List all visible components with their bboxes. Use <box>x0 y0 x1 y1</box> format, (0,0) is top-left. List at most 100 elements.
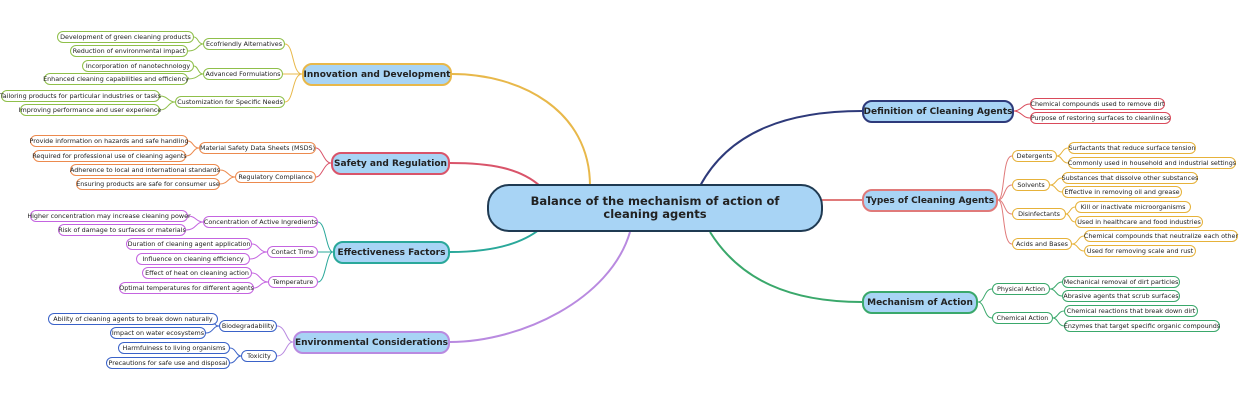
group-temperature[interactable]: Temperature <box>268 276 318 288</box>
link-env-bio <box>276 325 294 343</box>
leaf-definition-1[interactable]: Chemical compounds used to remove dirt <box>1030 98 1165 110</box>
link-cus-2 <box>159 101 176 111</box>
link-tox-1 <box>229 347 242 357</box>
branch-types[interactable]: Types of Cleaning Agents <box>862 189 998 212</box>
leaf-chemical-1[interactable]: Chemical reactions that break down dirt <box>1064 305 1198 317</box>
link-root-mechanism <box>709 231 863 303</box>
link-det-1 <box>1056 147 1069 157</box>
link-phys-2 <box>1049 288 1063 297</box>
link-adv-1 <box>193 65 204 75</box>
leaf-solvents-2[interactable]: Effective in removing oil and grease <box>1062 186 1182 198</box>
link-phys-1 <box>1049 281 1063 290</box>
leaf-adv-1[interactable]: Incorporation of nanotechnology <box>82 60 194 72</box>
link-temp-1 <box>251 272 269 283</box>
branch-effectiveness[interactable]: Effectiveness Factors <box>333 241 450 264</box>
leaf-disinfectants-1[interactable]: Kill or inactivate microorganisms <box>1075 201 1191 213</box>
leaf-tox-1[interactable]: Harmfulness to living organisms <box>118 342 230 354</box>
link-cus-1 <box>159 95 176 103</box>
leaf-tox-2[interactable]: Precautions for safe use and disposal <box>106 357 230 369</box>
link-eco-1 <box>193 36 204 45</box>
group-chemical-action[interactable]: Chemical Action <box>992 312 1053 324</box>
link-dis-1 <box>1065 206 1076 215</box>
link-acid-2 <box>1071 243 1085 252</box>
link-eff-conc <box>317 221 334 253</box>
link-def-2 <box>1012 110 1031 119</box>
link-msds-2 <box>185 147 200 157</box>
leaf-acids-2[interactable]: Used for removing scale and rust <box>1084 245 1196 257</box>
group-solvents[interactable]: Solvents <box>1012 179 1050 191</box>
branch-mechanism[interactable]: Mechanism of Action <box>862 291 978 314</box>
leaf-chemical-2[interactable]: Enzymes that target specific organic com… <box>1063 320 1221 332</box>
group-regulatory[interactable]: Regulatory Compliance <box>235 171 316 183</box>
link-eff-temp <box>317 251 334 283</box>
link-inn-custom <box>284 73 303 103</box>
leaf-disinfectants-2[interactable]: Used in healthcare and food industries <box>1075 216 1203 228</box>
branch-definition[interactable]: Definition of Cleaning Agents <box>862 100 1014 123</box>
leaf-msds-2[interactable]: Required for professional use of cleanin… <box>32 150 187 162</box>
group-acids-bases[interactable]: Acids and Bases <box>1012 238 1072 250</box>
link-root-definition <box>699 110 863 187</box>
link-root-innovation <box>451 73 591 187</box>
link-conc-2 <box>185 221 204 231</box>
group-toxicity[interactable]: Toxicity <box>241 350 277 362</box>
leaf-solvents-1[interactable]: Substances that dissolve other substance… <box>1061 172 1199 184</box>
link-tox-2 <box>229 355 242 364</box>
leaf-temp-1[interactable]: Effect of heat on cleaning action <box>142 267 252 279</box>
leaf-msds-1[interactable]: Provide information on hazards and safe … <box>29 135 189 147</box>
leaf-detergents-2[interactable]: Commonly used in household and industria… <box>1067 157 1237 169</box>
group-detergents[interactable]: Detergents <box>1012 150 1057 162</box>
leaf-definition-2[interactable]: Purpose of restoring surfaces to cleanli… <box>1030 112 1171 124</box>
group-advanced[interactable]: Advanced Formulations <box>203 68 283 80</box>
link-dis-2 <box>1065 213 1076 223</box>
root-node[interactable]: Balance of the mechanism of action of cl… <box>487 184 823 232</box>
group-physical-action[interactable]: Physical Action <box>992 283 1050 295</box>
leaf-conc-1[interactable]: Higher concentration may increase cleani… <box>27 210 191 222</box>
leaf-time-1[interactable]: Duration of cleaning agent application <box>126 238 252 250</box>
leaf-eco-2[interactable]: Reduction of environmental impact <box>70 45 188 57</box>
leaf-time-2[interactable]: Influence on cleaning efficiency <box>136 253 250 265</box>
group-customization[interactable]: Customization for Specific Needs <box>175 96 285 108</box>
link-reg-2 <box>219 176 236 185</box>
link-mech-chemical <box>977 301 993 319</box>
link-det-2 <box>1056 155 1069 164</box>
link-acid-1 <box>1071 235 1085 245</box>
leaf-reg-2[interactable]: Ensuring products are safe for consumer … <box>76 178 220 190</box>
group-contact-time[interactable]: Contact Time <box>267 246 318 258</box>
link-eco-2 <box>187 43 204 52</box>
leaf-physical-1[interactable]: Mechanical removal of dirt particles <box>1062 276 1180 288</box>
leaf-acids-1[interactable]: Chemical compounds that neutralize each … <box>1083 230 1239 242</box>
link-msds-1 <box>187 140 200 149</box>
link-inn-eco <box>284 43 303 75</box>
link-chem-2 <box>1052 317 1065 327</box>
link-mech-physical <box>977 288 993 303</box>
leaf-temp-2[interactable]: Optimal temperatures for different agent… <box>119 282 254 294</box>
group-concentration[interactable]: Concentration of Active Ingredients <box>203 216 318 228</box>
link-root-environment <box>449 231 631 343</box>
group-ecofriendly[interactable]: Ecofriendly Alternatives <box>203 38 285 50</box>
leaf-physical-2[interactable]: Abrasive agents that scrub surfaces <box>1062 290 1180 302</box>
link-types-acids <box>997 199 1013 245</box>
group-msds[interactable]: Material Safety Data Sheets (MSDS) <box>199 142 316 154</box>
branch-environment[interactable]: Environmental Considerations <box>293 331 450 354</box>
link-adv-2 <box>187 73 204 80</box>
link-reg-1 <box>219 169 236 178</box>
link-bio-2 <box>205 325 220 334</box>
link-time-2 <box>249 251 268 260</box>
branch-innovation[interactable]: Innovation and Development <box>302 63 452 86</box>
group-biodegradability[interactable]: Biodegradability <box>219 320 277 332</box>
group-disinfectants[interactable]: Disinfectants <box>1012 208 1066 220</box>
branch-safety[interactable]: Safety and Regulation <box>331 152 450 175</box>
leaf-bio-1[interactable]: Ability of cleaning agents to break down… <box>48 313 218 325</box>
link-saf-reg <box>315 162 332 178</box>
leaf-conc-2[interactable]: Risk of damage to surfaces or materials <box>58 224 186 236</box>
leaf-eco-1[interactable]: Development of green cleaning products <box>57 31 194 43</box>
leaf-adv-2[interactable]: Enhanced cleaning capabilities and effic… <box>43 73 189 85</box>
leaf-detergents-1[interactable]: Surfactants that reduce surface tension <box>1068 142 1196 154</box>
leaf-bio-2[interactable]: Impact on water ecosystems <box>110 327 206 339</box>
link-saf-msds <box>315 147 332 164</box>
leaf-cus-2[interactable]: Improving performance and user experienc… <box>18 104 162 116</box>
link-root-effectiveness <box>449 228 541 253</box>
leaf-reg-1[interactable]: Adherence to local and international sta… <box>69 164 221 176</box>
leaf-cus-1[interactable]: Tailoring products for particular indust… <box>0 90 162 102</box>
